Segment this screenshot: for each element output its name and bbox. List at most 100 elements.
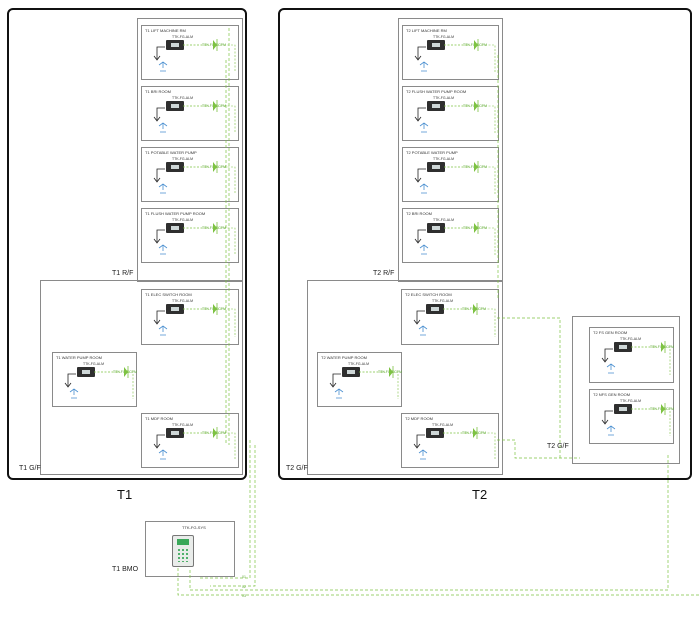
arrow-down-icon <box>413 319 421 325</box>
valve-icon <box>158 325 168 336</box>
valve-icon <box>419 244 429 255</box>
alarm-panel-icon <box>166 223 184 233</box>
control-wire <box>156 310 165 323</box>
sensor-icon <box>124 367 128 377</box>
room-title: T2 BRI ROOM <box>406 211 433 216</box>
sensor-icon <box>213 40 217 50</box>
control-wire <box>332 373 341 386</box>
sensor-icon <box>474 223 478 233</box>
room-title: T1 WATER PUMP ROOM <box>56 355 102 360</box>
valve-icon <box>158 61 168 72</box>
panel-model: TTK-FG-ALM <box>172 218 193 222</box>
sensor-icon <box>473 428 477 438</box>
sensor-icon <box>661 342 665 352</box>
arrow-down-icon <box>153 55 161 61</box>
riser-cable <box>128 371 134 399</box>
sensor-icon <box>474 40 478 50</box>
riser-cable <box>217 432 236 460</box>
panel-model: TTK-FG-ALM <box>172 423 193 427</box>
bus-cable <box>189 455 669 591</box>
panel-model: TTK-FG-ALM <box>433 157 454 161</box>
alarm-panel-icon <box>166 428 184 438</box>
room-title: T2 LIFT MACHINE RM <box>406 28 447 33</box>
arrow-down-icon <box>414 55 422 61</box>
arrow-down-icon <box>414 177 422 183</box>
room-title: T1 MDF ROOM <box>145 416 173 421</box>
floor-label-t1-gf: T1 G/F <box>19 465 41 472</box>
arrow-down-icon <box>153 319 161 325</box>
room-title: T2 FLUSH WATER PUMP ROOM <box>406 89 467 94</box>
arrow-down-icon <box>414 116 422 122</box>
riser-cable <box>393 371 399 399</box>
sensor-icon <box>474 101 478 111</box>
t2-rf-zone: T2 LIFT MACHINE RM TTK-FG-ALM TTK-FG-ECP… <box>373 18 503 282</box>
panel-model: TTK-FG-ALM <box>620 337 641 341</box>
control-wire <box>156 46 165 59</box>
building-t2-frame: T2 LIFT MACHINE RM TTK-FG-ALM TTK-FG-ECP… <box>278 8 692 480</box>
bus-label: 02 <box>242 585 246 589</box>
alarm-panel-icon <box>342 367 360 377</box>
bmo-box: TTK-FG-SYS <box>145 521 235 577</box>
panel-model: TTK-FG-ALM <box>433 35 454 39</box>
control-wire <box>156 168 165 181</box>
alarm-panel-icon <box>166 162 184 172</box>
room-t2-water-pump: T2 WATER PUMP ROOM TTK-FG-ALM TTK-FG-ECP… <box>317 352 402 407</box>
sensor-icon <box>389 367 393 377</box>
panel-model: TTK-FG-ALM <box>172 157 193 161</box>
alarm-panel-icon <box>77 367 95 377</box>
bus-cable <box>497 317 561 460</box>
control-wire <box>417 107 426 120</box>
valve-icon <box>418 449 428 460</box>
control-wire <box>604 348 613 361</box>
sensor-icon <box>213 304 217 314</box>
panel-model: TTK-FG-ALM <box>348 362 369 366</box>
panel-model: TTK-FG-ALM <box>172 35 193 39</box>
control-wire <box>417 229 426 242</box>
floor-label-t2-gf-external: T2 G/F <box>547 443 569 450</box>
bus-cable <box>210 445 256 587</box>
alarm-panel-icon <box>426 304 444 314</box>
control-wire <box>604 410 613 423</box>
alarm-panel-icon <box>426 428 444 438</box>
bmo-label: T1 BMO <box>112 566 139 573</box>
alarm-panel-icon <box>427 101 445 111</box>
valve-icon <box>158 183 168 194</box>
building-label-t1: T1 <box>117 487 133 502</box>
valve-icon <box>419 61 429 72</box>
riser-cable <box>217 308 236 337</box>
control-wire <box>416 434 425 447</box>
riser-cable <box>217 105 236 133</box>
room-title: T2 WATER PUMP ROOM <box>321 355 367 360</box>
bus-cable <box>200 440 251 579</box>
control-wire <box>417 46 426 59</box>
room-title: T2 POTABLE WATER PUMP <box>406 150 458 155</box>
riser-cable <box>477 308 496 337</box>
panel-model: TTK-FG-ALM <box>432 423 453 427</box>
valve-icon <box>69 388 79 399</box>
riser-cable <box>217 227 236 255</box>
room-t2-fs-gen: T2 FS GEN ROOM TTK-FG-ALM TTK-FG-ECPM <box>589 327 674 383</box>
arrow-down-icon <box>153 443 161 449</box>
control-wire <box>156 229 165 242</box>
floor-label-t2-rf: T2 R/F <box>373 270 395 277</box>
room-title: T1 BRI ROOM <box>145 89 172 94</box>
alarm-panel-icon <box>427 40 445 50</box>
valve-icon <box>606 363 616 374</box>
panel-model: TTK-FG-ALM <box>83 362 104 366</box>
valve-icon <box>606 425 616 436</box>
room-t1-water-pump: T1 WATER PUMP ROOM TTK-FG-ALM TTK-FG-ECP… <box>52 352 137 407</box>
bus-label: 03 <box>242 594 246 598</box>
control-wire <box>417 168 426 181</box>
t2-gf-external-zone: T2 FS GEN ROOM TTK-FG-ALM TTK-FG-ECPM T2… <box>547 316 680 464</box>
alarm-panel-icon <box>166 304 184 314</box>
bus-cable <box>177 568 700 596</box>
panel-model: TTK-FG-ALM <box>172 299 193 303</box>
riser-cable <box>665 408 671 436</box>
riser-cable <box>478 166 496 194</box>
floor-label-t1-rf: T1 R/F <box>112 270 134 277</box>
valve-icon <box>419 183 429 194</box>
t1-rf-zone: T1 LIFT MACHINE RM TTK-FG-ALM TTK-FG-ECP… <box>112 18 243 282</box>
arrow-down-icon <box>64 382 72 388</box>
room-title: T2 NFS GEN ROOM <box>593 392 631 397</box>
